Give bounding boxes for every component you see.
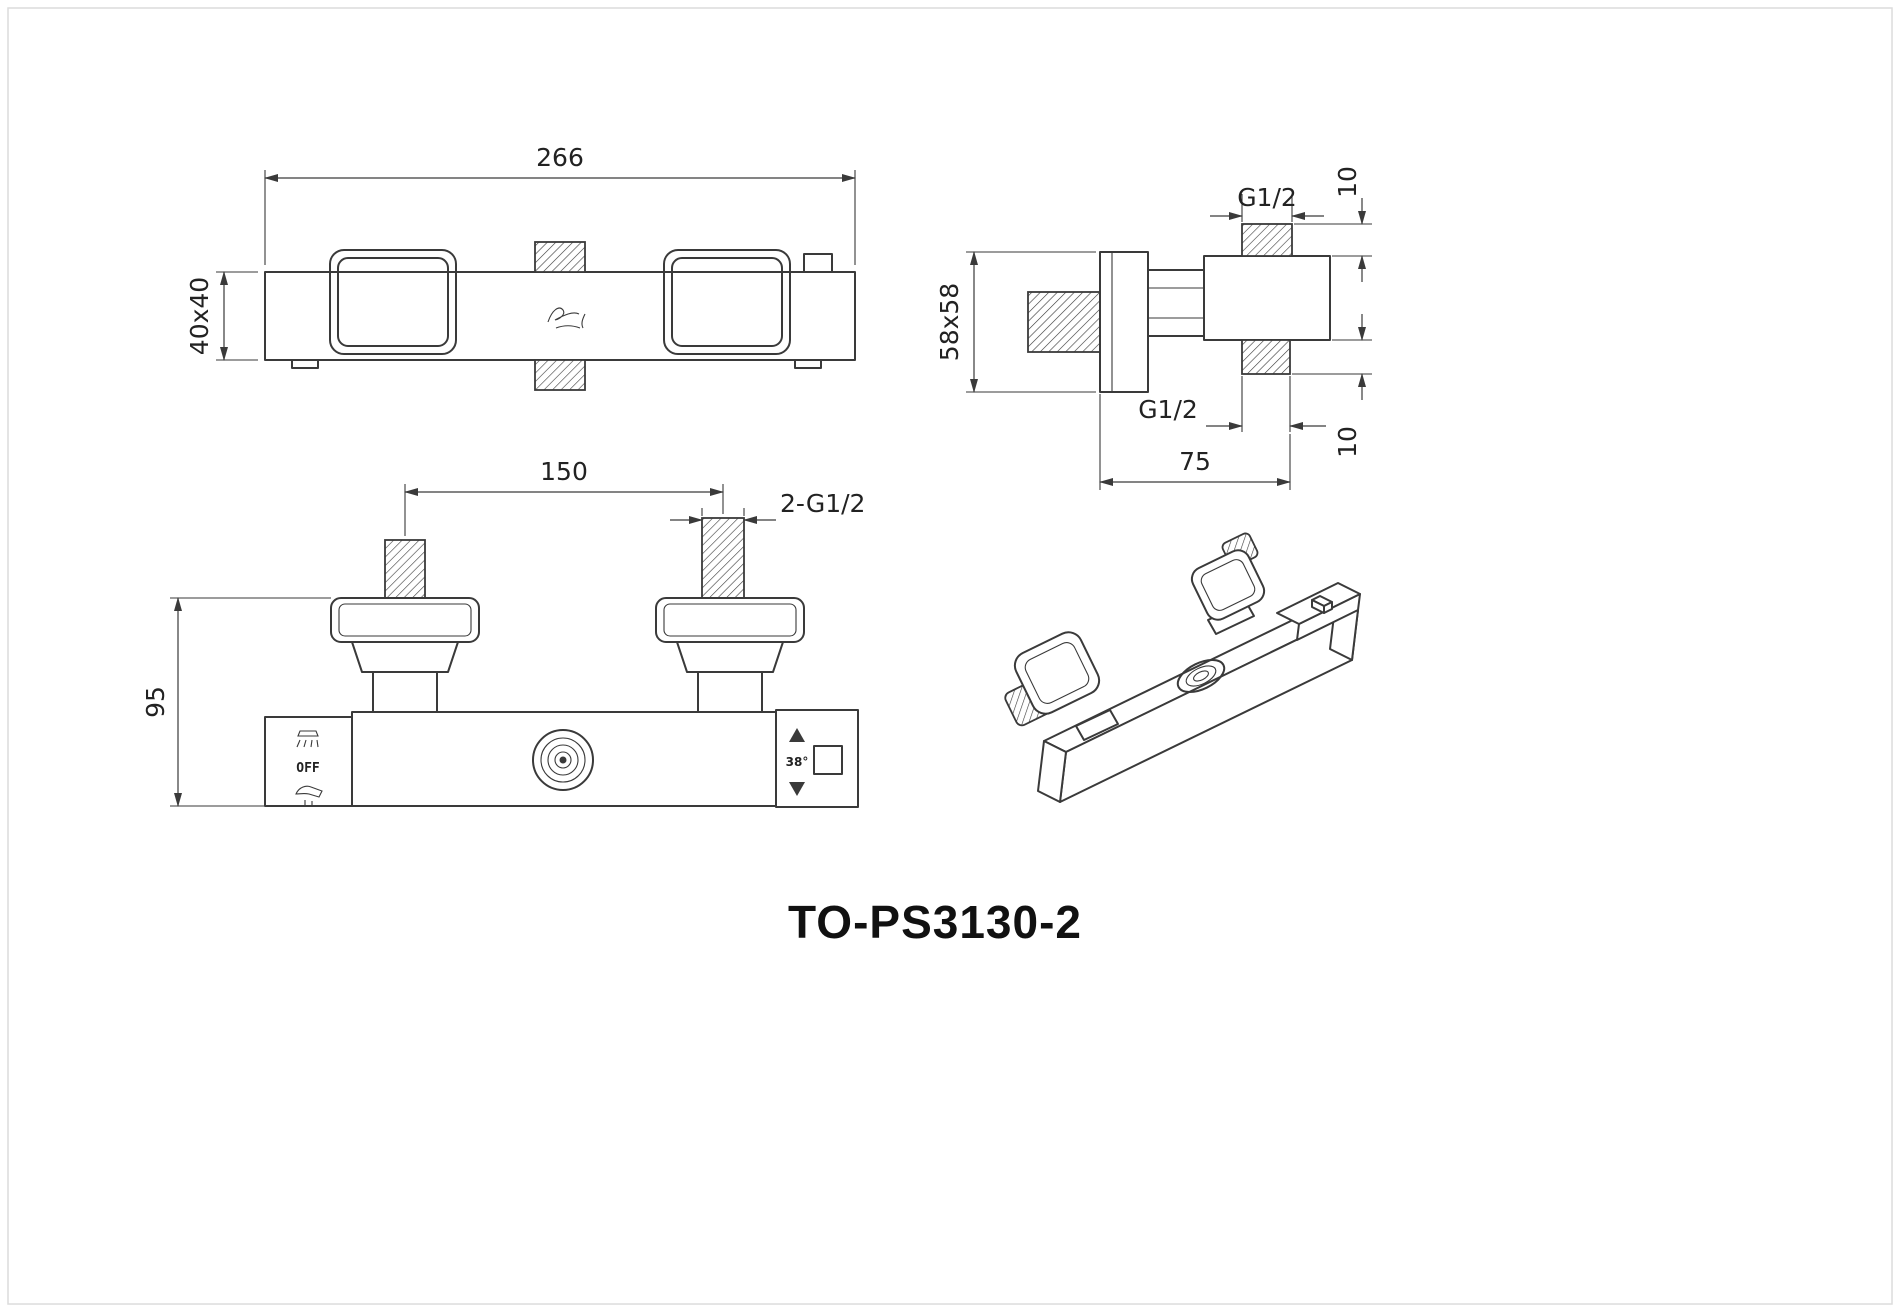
dim-section-40x40: 40x40 bbox=[185, 271, 258, 361]
side-view: G1/2 10 58x58 G1/2 bbox=[935, 166, 1372, 490]
mixer-body-front: OFF 38° bbox=[264, 709, 859, 808]
dim-label-10-top: 10 bbox=[1333, 166, 1362, 198]
handle-left-top-view bbox=[329, 249, 457, 355]
dim-10-top: 10 bbox=[1294, 166, 1372, 282]
mixer-body-side bbox=[1027, 223, 1331, 393]
handle-knob-side bbox=[1027, 291, 1101, 353]
dim-depth-75: 75 bbox=[1099, 394, 1291, 490]
dim-label-g12-top: G1/2 bbox=[1237, 183, 1297, 212]
iso-left-end bbox=[1037, 740, 1067, 803]
brand-logo bbox=[547, 307, 586, 329]
iso-handle-upper bbox=[1190, 532, 1266, 635]
dim-label-95: 95 bbox=[141, 686, 170, 718]
dim-label-150: 150 bbox=[540, 457, 588, 486]
safety-button bbox=[813, 745, 843, 775]
thread-outlet-top bbox=[534, 241, 586, 273]
dim-inlet-threads: 2-G1/2 bbox=[670, 489, 865, 524]
iso-button bbox=[1311, 595, 1333, 614]
isometric-view bbox=[1004, 532, 1361, 803]
iso-handle-lower bbox=[1004, 631, 1119, 741]
dim-length-266: 266 bbox=[264, 143, 856, 265]
top-view: 266 40x40 bbox=[185, 143, 856, 391]
arrow-up-icon bbox=[789, 728, 805, 742]
dim-label-266: 266 bbox=[536, 143, 584, 172]
bath-spout-icon bbox=[295, 785, 323, 807]
dim-label-2g12: 2-G1/2 bbox=[780, 489, 865, 518]
dim-label-g12-bottom: G1/2 bbox=[1138, 395, 1198, 424]
dim-section-58x58: 58x58 bbox=[935, 251, 1096, 393]
dim-inlet-spacing-150: 150 bbox=[404, 457, 724, 536]
temp-38-label: 38° bbox=[786, 755, 809, 769]
dim-label-10-bottom: 10 bbox=[1333, 426, 1362, 458]
temp-controls: 38° bbox=[786, 728, 843, 796]
page-border bbox=[7, 7, 1893, 1305]
mixer-body-top bbox=[264, 241, 856, 391]
front-view: 150 2-G1/2 bbox=[141, 457, 865, 808]
hex-adapter-side bbox=[1147, 269, 1205, 337]
iso-temp-block bbox=[1276, 582, 1361, 641]
dim-thread-top: G1/2 bbox=[1210, 183, 1324, 222]
arrow-down-icon bbox=[789, 782, 805, 796]
iso-outlet bbox=[1176, 658, 1226, 694]
shower-icon bbox=[296, 730, 319, 748]
thread-outlet-bottom bbox=[534, 359, 586, 391]
dim-10-bottom: 10 bbox=[1292, 314, 1372, 458]
thread-top-side bbox=[1241, 223, 1293, 257]
outlet-rings bbox=[532, 729, 594, 791]
off-label: OFF bbox=[296, 761, 320, 776]
handle-left-front bbox=[330, 597, 480, 713]
dim-label-58x58: 58x58 bbox=[935, 283, 964, 361]
dim-label-40x40: 40x40 bbox=[185, 277, 214, 355]
thread-bottom-side bbox=[1241, 339, 1291, 375]
button-top bbox=[803, 253, 833, 273]
dim-thread-bottom: G1/2 bbox=[1138, 376, 1326, 432]
wall-plate bbox=[1099, 251, 1149, 393]
handle-right-top-view bbox=[663, 249, 791, 355]
dim-height-95: 95 bbox=[141, 597, 331, 807]
diverter-box bbox=[264, 716, 353, 807]
model-title: TO-PS3130-2 bbox=[788, 896, 1082, 948]
valve-block-side bbox=[1203, 255, 1331, 341]
handle-right-front bbox=[655, 597, 805, 713]
dim-label-75: 75 bbox=[1179, 447, 1211, 476]
foot-left bbox=[291, 359, 319, 369]
foot-right bbox=[794, 359, 822, 369]
inlet-thread-left bbox=[384, 539, 426, 599]
inlet-thread-right bbox=[701, 517, 745, 599]
